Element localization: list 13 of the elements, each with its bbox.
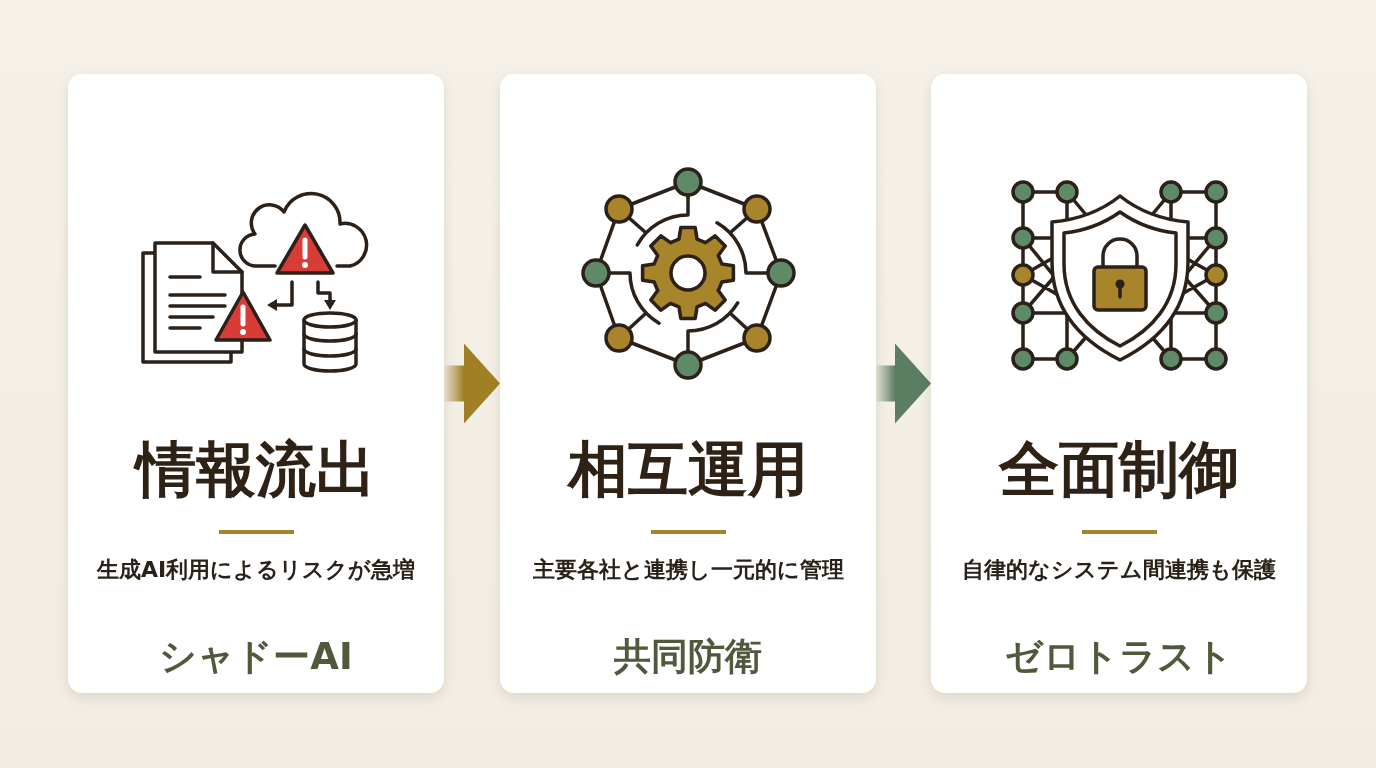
card [500,74,876,693]
card [931,74,1307,693]
subtitle-text: 主要各社と連携し一元的に管理 [532,556,844,584]
keyword-text: シャドーAI [159,634,353,680]
subtitle-text: 生成AI利用によるリスクが急増 [96,556,416,584]
arrow [444,343,500,424]
keyword-text: ゼロトラスト [1005,634,1233,680]
arrow [876,343,931,424]
title-text: 相互運用 [568,433,808,505]
title-text: 全面制御 [999,433,1239,505]
keyword-text: 共同防衛 [614,634,762,680]
card [68,74,444,693]
subtitle-text: 自律的なシステム間連携も保護 [962,556,1276,584]
